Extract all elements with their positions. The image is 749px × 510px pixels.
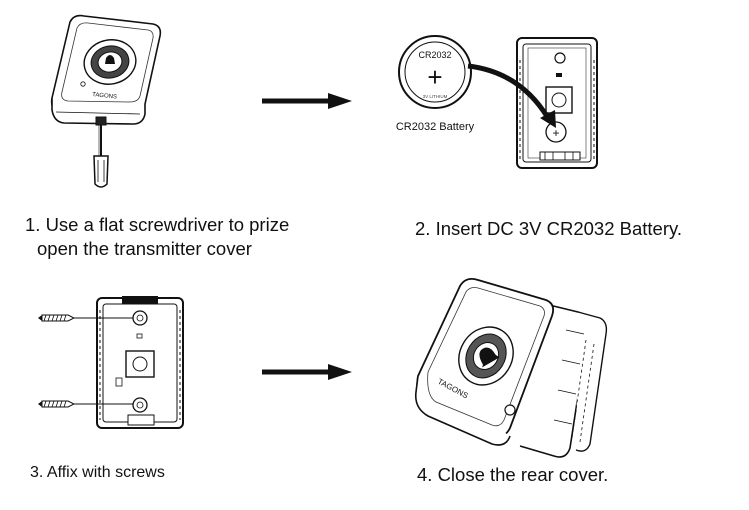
svg-text:3V LITHIUM: 3V LITHIUM — [423, 94, 448, 99]
coin-cell-text: CR2032 — [418, 50, 451, 60]
svg-text:TAGONS: TAGONS — [92, 92, 117, 101]
plus-icon: + — [427, 62, 442, 92]
step3-screws-figure — [38, 296, 184, 429]
step4-closed-device-figure: TAGONS — [414, 277, 608, 458]
arrow-right-icon — [262, 93, 352, 109]
step1-transmitter-figure: TAGONS — [50, 14, 162, 188]
step4-caption: 4. Close the rear cover. — [417, 464, 609, 485]
step3-caption: 3. Affix with screws — [30, 464, 165, 481]
svg-text:+: + — [552, 126, 559, 140]
step2-battery-figure: CR2032 + 3V LITHIUM CR2032 Battery + — [396, 35, 598, 169]
step2-caption: 2. Insert DC 3V CR2032 Battery. — [415, 218, 682, 239]
step1-caption-line2: open the transmitter cover — [37, 238, 252, 259]
battery-label: CR2032 Battery — [396, 121, 475, 133]
arrow-right-icon — [262, 364, 352, 380]
step1-caption-line1: 1. Use a flat screwdriver to prize — [25, 214, 290, 235]
